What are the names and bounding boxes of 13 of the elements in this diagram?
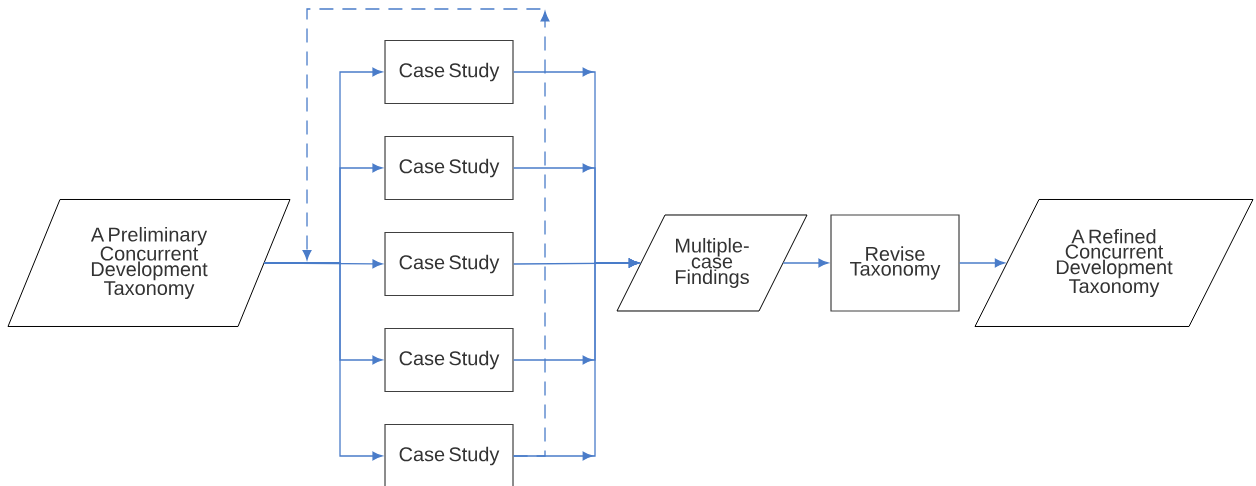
arrow (782, 258, 829, 268)
arrow (302, 8, 550, 457)
process-box: Case Study (384, 135, 514, 201)
process-box: Revise Taxonomy (830, 214, 960, 312)
process-box: Case Study (384, 327, 514, 393)
arrow (263, 262, 383, 461)
process-box: Case Study (384, 231, 514, 297)
parallelogram-box: A Refined Concurrent Development Taxonomy (974, 199, 1254, 327)
parallelogram-box: Multiple-case Findings (616, 214, 808, 312)
arrow (958, 258, 1005, 268)
process-box: Case Study (384, 39, 514, 105)
parallelogram-box: A Preliminary Concurrent Development Taxonomy (7, 199, 291, 327)
process-box: Case Study (384, 423, 514, 486)
